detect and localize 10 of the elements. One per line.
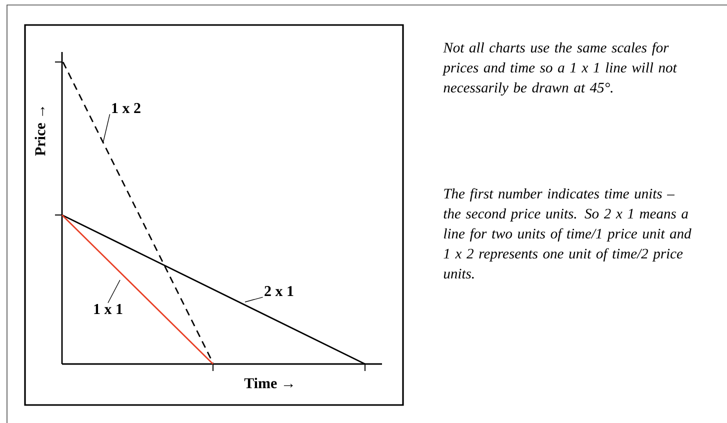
leader-line — [244, 296, 264, 302]
leader-line — [108, 280, 120, 304]
axis-label: Price → — [34, 107, 46, 156]
leader-line — [102, 114, 110, 144]
line-label: 1 x 1 — [94, 304, 122, 314]
axis-label: Time → — [244, 378, 293, 388]
note-text: The first number indicates time units – the second price units. So 2 x 1 means a line for two units of time/1 price unit and 1 x 2 represents one unit of time/2 price units. — [444, 188, 692, 279]
note-text: Not all charts use the same scales for prices and time so a 1 x 1 line will not necessarily be drawn at 45°. — [442, 42, 678, 96]
line-label: 1 x 2 — [112, 103, 140, 113]
line-label: 2 x 1 — [264, 286, 294, 296]
